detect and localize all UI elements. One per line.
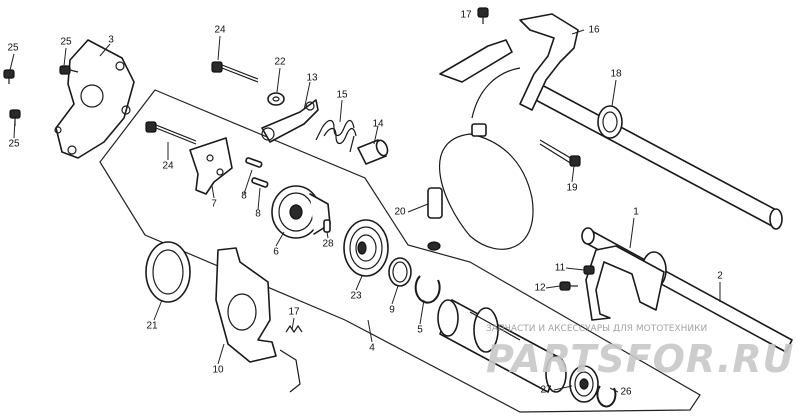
part-25-bolts <box>3 65 79 126</box>
part-22-washer <box>267 92 285 106</box>
callout-24-a: 24 <box>214 25 226 36</box>
callout-23: 23 <box>350 291 362 302</box>
part-14-collar <box>357 139 389 165</box>
callout-18: 18 <box>610 69 622 80</box>
leader-lines <box>9 13 721 393</box>
callout-17-top: 17 <box>460 10 472 21</box>
part-27-bearing <box>569 365 599 403</box>
callout-16: 16 <box>588 25 600 36</box>
callout-25-a: 25 <box>7 43 19 54</box>
part-7-plate <box>189 137 233 195</box>
part-18-gearshift-spindle <box>531 83 783 230</box>
part-17-bolt-top <box>477 7 489 24</box>
watermark-tagline: ЗАПЧАСТИ И АКСЕССУАРЫ ДЛЯ МОТОТЕХНИКИ <box>486 324 707 334</box>
part-5-circlip <box>414 275 441 304</box>
callout-11: 11 <box>555 263 566 274</box>
part-9-ring <box>388 257 412 287</box>
part-19-bolt <box>539 139 581 167</box>
callout-4: 4 <box>369 343 375 354</box>
part-13-stopper-arm <box>261 99 319 143</box>
callout-17-center: 17 <box>288 307 300 318</box>
callout-1: 1 <box>633 207 639 218</box>
assembly-frame <box>99 89 701 413</box>
watermark-logo: PARTSFOR.RU <box>486 337 794 381</box>
part-21-gasket <box>145 241 191 303</box>
callout-25-b: 25 <box>60 37 72 48</box>
callout-5: 5 <box>417 325 423 336</box>
part-17-spring-small <box>285 324 303 334</box>
part-6-shift-drum-cam <box>271 185 331 239</box>
callout-21: 21 <box>146 321 158 332</box>
part-15-spring <box>315 119 357 153</box>
callout-10: 10 <box>212 365 224 376</box>
callout-19: 19 <box>566 183 578 194</box>
part-1-shift-fork <box>585 245 667 321</box>
callout-8-b: 8 <box>255 209 261 220</box>
callout-15: 15 <box>336 90 348 101</box>
callout-25-c: 25 <box>8 139 20 150</box>
watermark: ЗАПЧАСТИ И АКСЕССУАРЫ ДЛЯ МОТОТЕХНИКИ PA… <box>486 324 794 381</box>
part-20-neutral-switch <box>427 67 534 251</box>
callout-12: 12 <box>534 283 546 294</box>
callout-7: 7 <box>211 199 217 210</box>
callout-2: 2 <box>717 271 723 282</box>
part-26-circlip <box>596 385 617 408</box>
part-23-bearing <box>343 219 389 277</box>
callout-3: 3 <box>108 35 114 46</box>
part-8-pins <box>245 157 269 188</box>
callout-6: 6 <box>273 247 279 258</box>
callout-8-a: 8 <box>241 191 247 202</box>
part-3-bracket-plate <box>54 39 135 159</box>
callout-13: 13 <box>306 73 318 84</box>
callout-20: 20 <box>394 207 406 218</box>
part-10-guide-plate <box>215 247 301 393</box>
part-16-shift-arm <box>439 13 579 111</box>
callout-14: 14 <box>372 119 384 130</box>
part-24-long-bolts <box>145 61 259 145</box>
callout-28: 28 <box>322 239 334 250</box>
callout-26: 26 <box>620 387 632 398</box>
part-28-pin <box>323 219 331 233</box>
callout-22: 22 <box>274 57 286 68</box>
callout-24-b: 24 <box>162 161 174 172</box>
part-shift-drum <box>437 299 567 393</box>
callout-27: 27 <box>540 385 552 396</box>
callout-labels: 3 25 25 25 24 22 13 15 14 24 7 8 8 6 28 … <box>7 10 723 398</box>
callout-9: 9 <box>389 305 395 316</box>
